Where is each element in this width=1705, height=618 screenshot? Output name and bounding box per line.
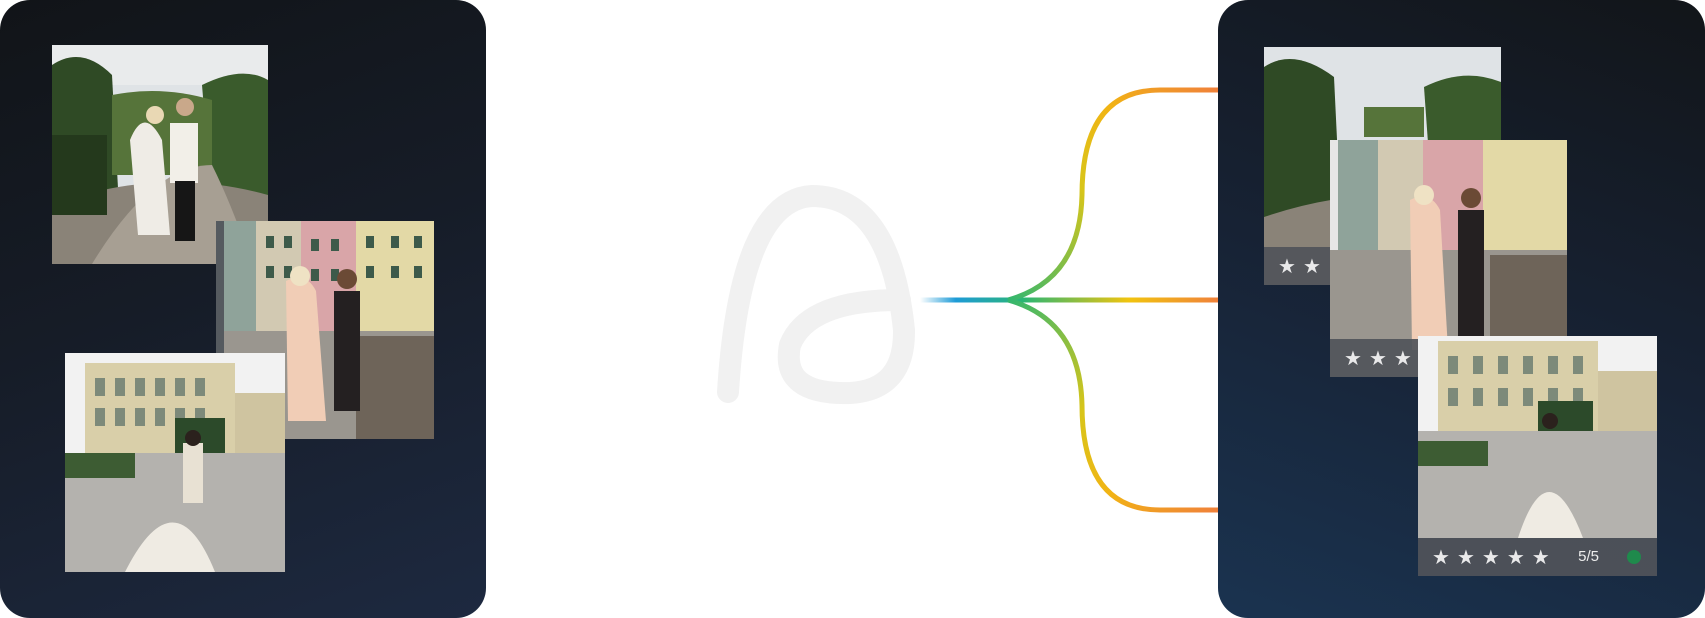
star-icon[interactable]: ★ <box>1531 545 1550 569</box>
star-icon[interactable]: ★ <box>1481 545 1500 569</box>
rated-photos-panel: ★ ★ ★ ★ ★ <box>1218 0 1705 618</box>
star-icon[interactable]: ★ <box>1456 545 1475 569</box>
rating-value: 5/5 <box>1578 548 1599 565</box>
photo-couple-garden <box>52 45 268 264</box>
status-dot-icon <box>1627 550 1641 564</box>
rating-bar-photo-3: ★ ★ ★ ★ ★ 5/5 <box>1418 538 1657 576</box>
ai-culling-logo-icon <box>717 184 916 405</box>
rating-bar-photo-2: ★ ★ ★ <box>1330 339 1420 377</box>
star-icon[interactable]: ★ <box>1368 346 1387 370</box>
photo-bride-villa <box>65 353 285 572</box>
star-icon[interactable]: ★ <box>1432 545 1450 569</box>
rated-photo-couple-village <box>1330 140 1567 377</box>
flow-line-bottom <box>1007 297 1218 513</box>
star-icon[interactable]: ★ <box>1302 254 1321 278</box>
star-icon[interactable]: ★ <box>1506 545 1525 569</box>
flow-line-top <box>1007 87 1218 303</box>
input-photos-panel <box>0 0 486 618</box>
star-icon[interactable]: ★ <box>1278 254 1296 278</box>
star-icon[interactable]: ★ <box>1393 346 1412 370</box>
rated-photo-bride-villa <box>1418 336 1657 538</box>
star-icon[interactable]: ★ <box>1344 346 1362 370</box>
